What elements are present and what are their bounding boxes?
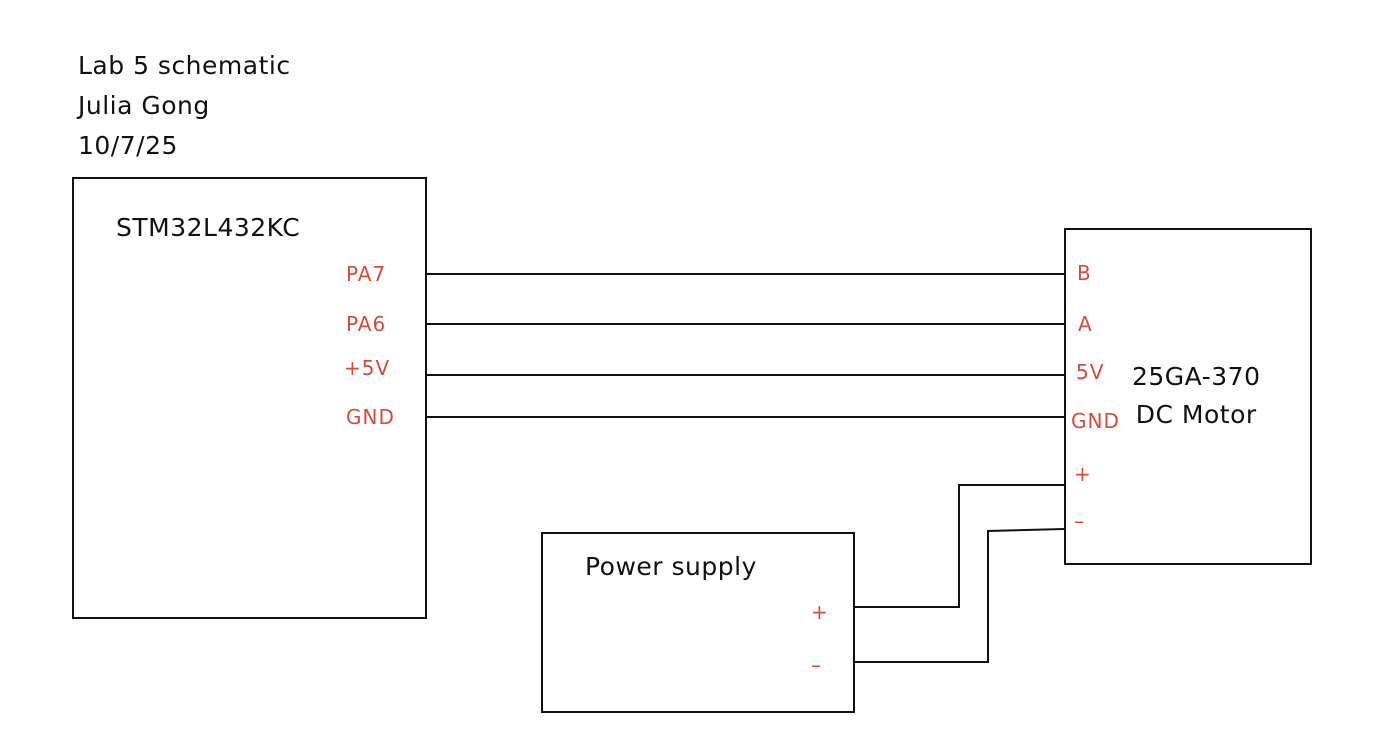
date: 10/7/25 xyxy=(78,131,178,160)
mcu-block: STM32L432KC xyxy=(72,177,427,619)
mcu-pin-pa6: PA6 xyxy=(346,312,387,336)
motor-pin-5v: 5V xyxy=(1076,360,1105,384)
mcu-pin-5v: +5V xyxy=(344,356,391,380)
psu-pin-plus: + xyxy=(811,600,829,624)
schematic-title: Lab 5 schematic xyxy=(78,51,291,80)
motor-pin-minus: – xyxy=(1074,509,1085,533)
motor-pin-plus: + xyxy=(1074,462,1092,486)
author-name: Julia Gong xyxy=(78,91,210,120)
power-supply-block: Power supply xyxy=(541,532,855,713)
motor-pin-a: A xyxy=(1078,312,1093,336)
power-supply-name: Power supply xyxy=(585,552,757,581)
title-block: Lab 5 schematic Julia Gong 10/7/25 xyxy=(78,46,291,166)
motor-type: DC Motor xyxy=(1135,400,1257,429)
motor-name: 25GA-370 DC Motor xyxy=(1132,358,1260,434)
motor-pin-b: B xyxy=(1077,261,1092,285)
wire-psu-minus-motor-minus xyxy=(855,528,1065,663)
mcu-pin-gnd: GND xyxy=(346,405,395,429)
motor-block: 25GA-370 DC Motor xyxy=(1064,228,1312,565)
psu-pin-minus: – xyxy=(811,653,822,677)
mcu-pin-pa7: PA7 xyxy=(346,262,387,286)
wire-psu-plus-motor-plus xyxy=(855,484,1064,608)
motor-model: 25GA-370 xyxy=(1132,362,1261,391)
mcu-name: STM32L432KC xyxy=(116,213,301,242)
motor-pin-gnd: GND xyxy=(1071,409,1120,433)
